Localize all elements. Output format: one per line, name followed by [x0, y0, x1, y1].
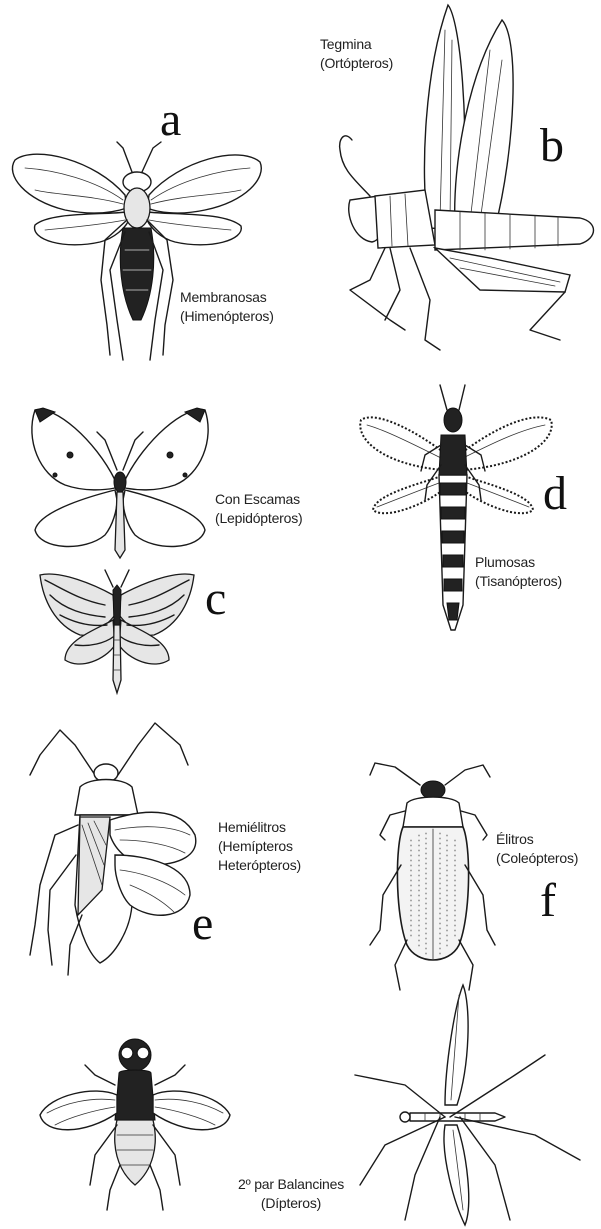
thrips-illustration [355, 375, 565, 655]
caption-hymenoptera: Membranosas (Himenópteros) [180, 288, 274, 326]
caption-coleoptera: Élitros (Coleópteros) [496, 830, 578, 868]
panel-letter-c: c [205, 575, 226, 623]
panel-letter-e: e [192, 900, 213, 948]
caption-hemiptera-line1: Hemiélitros [218, 818, 301, 837]
caption-hymenoptera-line1: Membranosas [180, 288, 274, 307]
panel-letter-d: d [543, 470, 567, 518]
caption-diptera-line1: 2º par Balancines [238, 1175, 344, 1194]
caption-hymenoptera-line2: (Himenópteros) [180, 307, 274, 326]
moth-illustration [35, 565, 200, 700]
caption-lepidoptera-line1: Con Escamas [215, 490, 302, 509]
caption-diptera: 2º par Balancines (Dípteros) [238, 1175, 344, 1213]
caption-lepidoptera-line2: (Lepidópteros) [215, 509, 302, 528]
hymenoptera-illustration [5, 120, 270, 370]
caption-orthoptera-line1: Tegmina [320, 35, 393, 54]
caption-hemiptera-line3: Heterópteros) [218, 856, 301, 875]
caption-orthoptera-line2: (Ortópteros) [320, 54, 393, 73]
caption-thysanoptera-line2: (Tisanópteros) [475, 572, 562, 591]
caption-lepidoptera: Con Escamas (Lepidópteros) [215, 490, 302, 528]
panel-letter-f: f [540, 877, 556, 925]
caption-diptera-line2: (Dípteros) [238, 1194, 344, 1213]
cranefly-illustration [345, 985, 595, 1225]
caption-orthoptera: Tegmina (Ortópteros) [320, 35, 393, 73]
hemiptera-illustration [20, 715, 220, 980]
caption-hemiptera-line2: (Hemípteros [218, 837, 301, 856]
caption-thysanoptera: Plumosas (Tisanópteros) [475, 553, 562, 591]
caption-coleoptera-line2: (Coleópteros) [496, 849, 578, 868]
butterfly-illustration [25, 400, 215, 560]
panel-letter-b: b [540, 122, 564, 170]
caption-coleoptera-line1: Élitros [496, 830, 578, 849]
panel-letter-a: a [160, 96, 181, 144]
caption-hemiptera: Hemiélitros (Hemípteros Heterópteros) [218, 818, 301, 875]
caption-thysanoptera-line1: Plumosas [475, 553, 562, 572]
coleoptera-illustration [365, 755, 505, 995]
fly-illustration [35, 1025, 235, 1210]
